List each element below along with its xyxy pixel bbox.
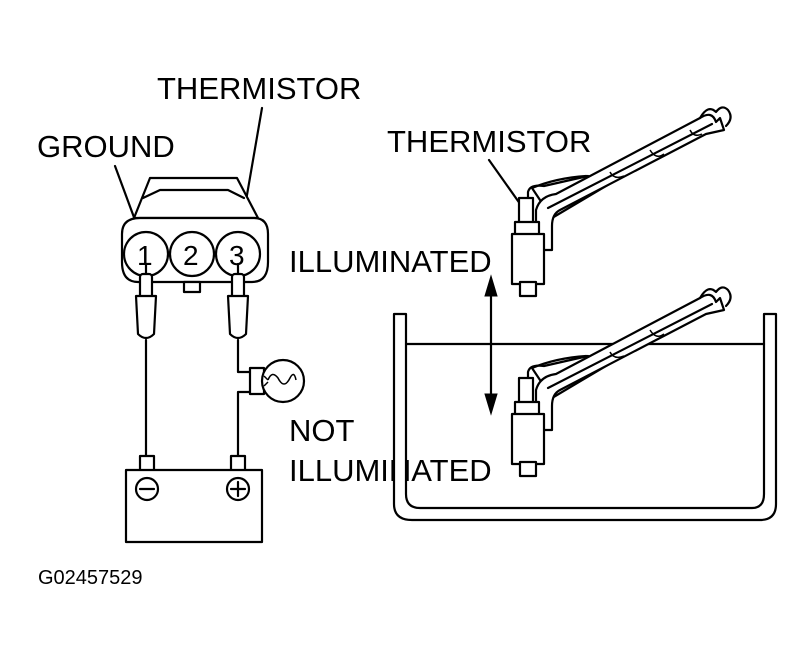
lamp-return-wire <box>236 390 256 460</box>
thermistor-connector-label: THERMISTOR <box>157 71 361 106</box>
not-illuminated-label: ILLUMINATED <box>289 453 492 488</box>
probe-leader <box>487 158 525 210</box>
thermistor-wire <box>236 338 254 374</box>
connector-pin-2: 2 <box>183 240 199 271</box>
illuminated-label: ILLUMINATED <box>289 244 492 279</box>
thermistor-probe-icon <box>510 106 732 298</box>
connector-icon <box>120 176 270 294</box>
battery-icon <box>124 454 264 544</box>
water-container-icon <box>392 312 778 522</box>
thermistor-test-probe <box>226 262 250 340</box>
thermistor-probe-label: THERMISTOR <box>387 124 591 159</box>
connector-pin-1: 1 <box>137 240 153 271</box>
test-lamp-icon <box>248 358 306 404</box>
ground-test-probe <box>134 262 158 340</box>
connector-pin-3: 3 <box>229 240 245 271</box>
thermistor-probe-submerged-icon <box>510 286 732 478</box>
figure-code-label: G02457529 <box>38 567 143 589</box>
not-label: NOT <box>289 413 355 448</box>
ground-label: GROUND <box>37 129 175 164</box>
